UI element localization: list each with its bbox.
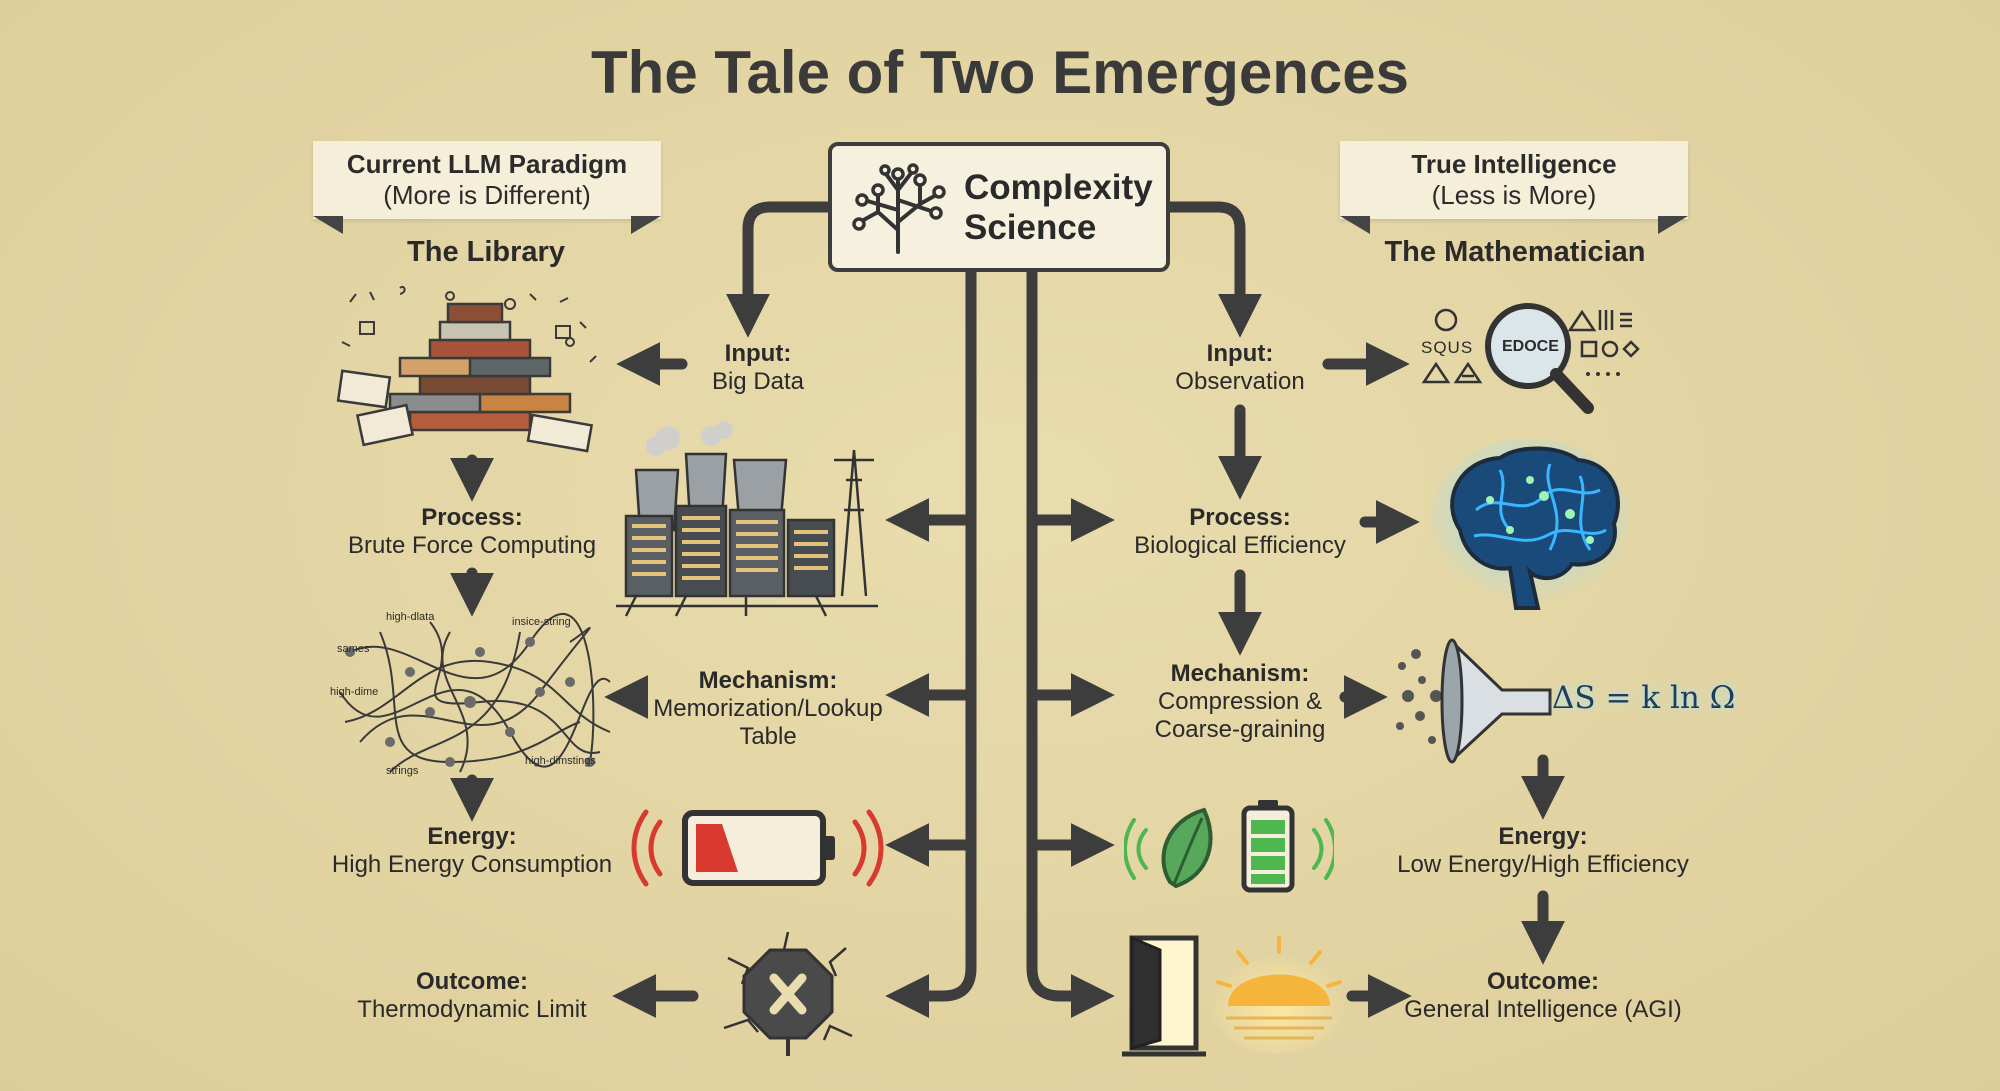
left-step-input: Input: Big Data — [658, 340, 858, 396]
net-label-5: strings — [386, 765, 419, 777]
left-energy-value: High Energy Consumption — [331, 851, 613, 878]
left-input-label: Input: — [724, 340, 792, 367]
trunk-left — [885, 266, 977, 1018]
branch-right-arrow — [1164, 201, 1262, 338]
right-step-mechanism: Mechanism: Compression & Coarse-graining — [1120, 660, 1360, 744]
center-label-line1: Complexity — [964, 168, 1153, 207]
right-banner-title: True Intelligence — [1411, 149, 1617, 179]
right-step-input: Input: Observation — [1130, 340, 1350, 396]
net-label-3: sames — [337, 643, 370, 655]
left-banner-fold-right — [631, 216, 661, 234]
leaf-battery-icon — [1124, 800, 1334, 893]
left-outcome-label: Outcome: — [415, 968, 528, 995]
left-input-value: Big Data — [711, 368, 805, 395]
right-banner-subtitle: (Less is More) — [1431, 180, 1597, 210]
right-input-label: Input: — [1206, 340, 1274, 367]
left-step-energy: Energy: High Energy Consumption — [312, 823, 632, 879]
low-battery-icon — [631, 809, 884, 887]
observation-squs-label: SQUS — [1421, 338, 1474, 357]
left-step-outcome: Outcome: Thermodynamic Limit — [322, 968, 622, 1024]
right-process-label: Process: — [1189, 504, 1291, 531]
branch-left-arrow — [726, 201, 834, 338]
stop-x-icon — [723, 931, 853, 1056]
right-step-process: Process: Biological Efficiency — [1100, 504, 1380, 560]
right-outcome-label: Outcome: — [1486, 968, 1599, 995]
left-energy-label: Energy: — [427, 823, 517, 850]
magnifier-symbols-icon — [1421, 303, 1640, 414]
right-mechanism-value-2: Coarse-graining — [1154, 716, 1326, 743]
trunk-right — [1026, 266, 1115, 1018]
right-energy-label: Energy: — [1498, 823, 1588, 850]
right-banner-fold-left — [1340, 216, 1370, 234]
left-process-label: Process: — [421, 504, 523, 531]
circuit-tree-icon — [852, 163, 946, 254]
left-banner-title: Current LLM Paradigm — [346, 149, 628, 179]
left-mechanism-value-1: Memorization/Lookup — [653, 695, 883, 722]
tangled-network-icon — [339, 612, 611, 773]
books-pile-icon — [336, 285, 597, 453]
open-door-sunrise-icon — [1122, 935, 1344, 1057]
right-step-outcome: Outcome: General Intelligence (AGI) — [1388, 968, 1698, 1024]
left-step-mechanism: Mechanism: Memorization/Lookup Table — [638, 667, 898, 751]
left-banner-fold-left — [313, 216, 343, 234]
left-mechanism-label: Mechanism: — [698, 667, 838, 694]
center-label-line2: Science — [964, 208, 1097, 247]
funnel-compression-icon — [1396, 638, 1552, 764]
right-mechanism-value-1: Compression & — [1157, 688, 1323, 715]
right-energy-value: Low Energy/High Efficiency — [1397, 851, 1689, 878]
right-banner-fold-right — [1658, 216, 1688, 234]
left-banner-subtitle: (More is Different) — [383, 180, 591, 210]
right-paradigm-banner: True Intelligence (Less is More) — [1340, 141, 1688, 219]
complexity-science-box: Complexity Science — [828, 142, 1170, 272]
net-label-1: high-dlata — [386, 611, 435, 623]
net-label-6: high-dimstings — [525, 755, 596, 767]
right-column-heading: The Mathematician — [1384, 236, 1646, 268]
right-outcome-value: General Intelligence (AGI) — [1404, 996, 1682, 1023]
right-step-energy: Energy: Low Energy/High Efficiency — [1378, 823, 1708, 879]
left-outcome-value: Thermodynamic Limit — [357, 996, 587, 1023]
right-process-value: Biological Efficiency — [1134, 532, 1346, 559]
left-step-process: Process: Brute Force Computing — [322, 504, 622, 560]
left-paradigm-banner: Current LLM Paradigm (More is Different) — [313, 141, 661, 219]
left-mechanism-value-2: Table — [739, 723, 797, 750]
right-mechanism-label: Mechanism: — [1170, 660, 1310, 687]
net-label-4: high-dime — [330, 686, 379, 698]
net-label-2: insice-string — [512, 616, 571, 628]
glowing-brain-icon — [1430, 440, 1630, 610]
right-input-value: Observation — [1175, 368, 1305, 395]
entropy-formula: ΔS = k ln Ω — [1552, 680, 1736, 716]
complexity-science-label: Complexity Science — [964, 168, 1164, 248]
left-process-value: Brute Force Computing — [347, 532, 597, 559]
page-title: The Tale of Two Emergences — [591, 39, 1409, 106]
observation-lens-label: EDOCE — [1502, 338, 1559, 355]
left-column-heading: The Library — [407, 236, 565, 268]
power-plant-servers-icon — [616, 421, 878, 617]
